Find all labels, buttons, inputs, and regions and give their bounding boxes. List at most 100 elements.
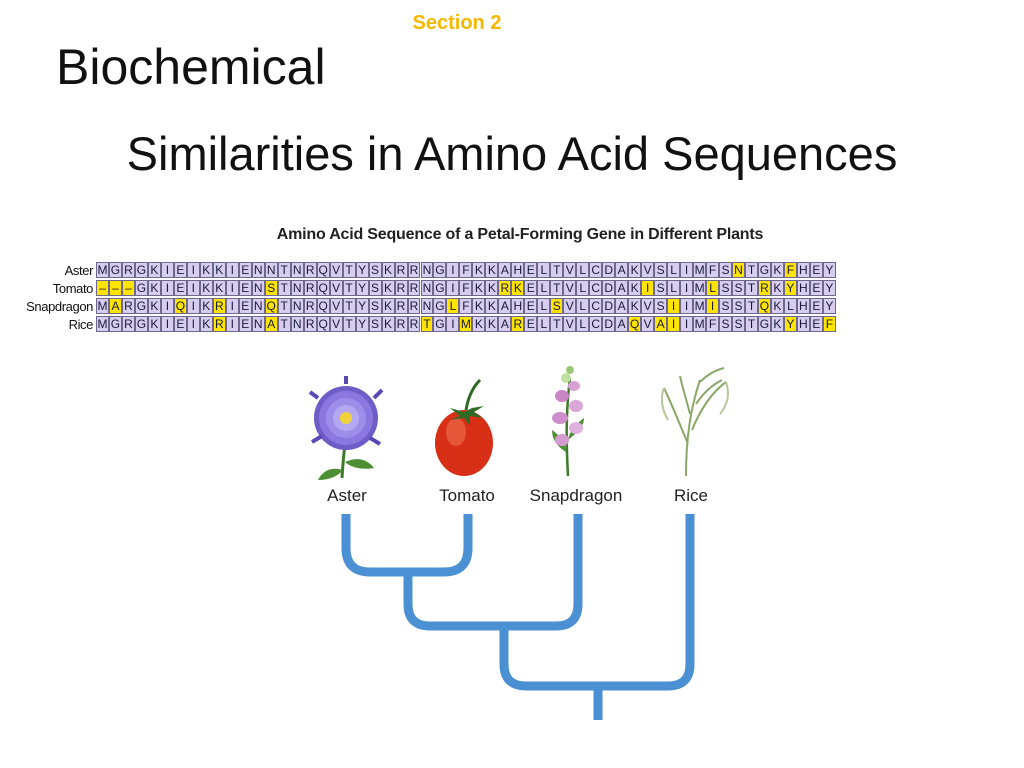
residue-cell: L bbox=[537, 298, 551, 314]
residue-cell: I bbox=[186, 262, 200, 278]
sequence-row-label: Snapdragon bbox=[26, 299, 93, 314]
sequence-row-label: Tomato bbox=[52, 281, 94, 296]
residue-cell: N bbox=[420, 280, 434, 296]
sequence-row-label: Aster bbox=[64, 263, 94, 278]
residue-cell: V bbox=[329, 280, 343, 296]
residue-cell: R bbox=[121, 298, 135, 314]
residue-cell: L bbox=[576, 316, 590, 332]
slide-title: Biochemical bbox=[56, 39, 326, 95]
residue-cell: Q bbox=[316, 316, 330, 332]
residue-cell: K bbox=[770, 262, 784, 278]
residue-cell: T bbox=[342, 316, 356, 332]
residue-cell-highlighted: S bbox=[264, 280, 278, 296]
residue-cell: C bbox=[589, 298, 603, 314]
residue-cell: K bbox=[147, 280, 161, 296]
residue-cell: E bbox=[238, 298, 252, 314]
tomato-icon bbox=[435, 378, 493, 476]
residue-cell: E bbox=[173, 316, 187, 332]
residue-cell: R bbox=[121, 316, 135, 332]
residue-cell: T bbox=[745, 316, 758, 332]
residue-cell: I bbox=[186, 316, 200, 332]
residue-cell: L bbox=[576, 298, 590, 314]
residue-cell: I bbox=[160, 316, 174, 332]
residue-cell: E bbox=[238, 316, 252, 332]
residue-cell: A bbox=[615, 316, 629, 332]
residue-cell-highlighted: R bbox=[498, 280, 512, 296]
residue-cell: I bbox=[446, 316, 460, 332]
residue-cell: S bbox=[732, 280, 745, 296]
residue-cell: N bbox=[290, 280, 304, 296]
residue-cell: E bbox=[524, 262, 538, 278]
residue-cell: I bbox=[446, 280, 460, 296]
residue-cell: Y bbox=[822, 298, 836, 314]
residue-cell: D bbox=[602, 316, 616, 332]
residue-cell: V bbox=[641, 298, 655, 314]
residue-cell: R bbox=[394, 298, 408, 314]
residue-cell: K bbox=[485, 280, 499, 296]
residue-cell: H bbox=[796, 298, 810, 314]
residue-cell-highlighted: – bbox=[108, 280, 122, 296]
residue-cell: F bbox=[459, 262, 473, 278]
residue-cell: E bbox=[173, 280, 187, 296]
residue-cell: C bbox=[589, 316, 603, 332]
residue-cell: K bbox=[147, 262, 161, 278]
residue-cell: C bbox=[589, 262, 603, 278]
residue-cell: G bbox=[757, 262, 771, 278]
residue-cell: T bbox=[550, 262, 564, 278]
residue-cell: R bbox=[394, 316, 408, 332]
residue-cell: K bbox=[628, 262, 642, 278]
residue-cell: N bbox=[290, 298, 304, 314]
residue-cell: G bbox=[433, 298, 447, 314]
residue-cell: K bbox=[770, 298, 784, 314]
residue-cell: I bbox=[160, 298, 174, 314]
residue-cell-highlighted: L bbox=[706, 280, 720, 296]
residue-cell: V bbox=[563, 280, 577, 296]
residue-cell-highlighted: I bbox=[667, 298, 681, 314]
residue-cell: R bbox=[303, 262, 317, 278]
aster-flower-icon bbox=[308, 376, 384, 480]
residue-cell: H bbox=[796, 262, 810, 278]
residue-cell: I bbox=[225, 316, 239, 332]
residue-cell: A bbox=[615, 280, 629, 296]
residue-cell: G bbox=[134, 262, 148, 278]
residue-cell: I bbox=[680, 316, 694, 332]
residue-cell: E bbox=[809, 262, 823, 278]
residue-cell: L bbox=[537, 262, 551, 278]
residue-cell: F bbox=[706, 316, 720, 332]
residue-cell: R bbox=[407, 316, 421, 332]
residue-cell: Y bbox=[355, 262, 369, 278]
snapdragon-flower-icon bbox=[552, 366, 584, 477]
residue-cell: R bbox=[394, 280, 408, 296]
tree-branch-clade-rice bbox=[499, 514, 695, 691]
residue-cell: K bbox=[770, 316, 784, 332]
residue-cell: A bbox=[498, 298, 512, 314]
residue-cell-highlighted: – bbox=[96, 280, 109, 296]
residue-cell: I bbox=[225, 298, 239, 314]
residue-cell: Q bbox=[316, 262, 330, 278]
residue-cell: S bbox=[719, 262, 732, 278]
residue-cell: T bbox=[745, 280, 758, 296]
residue-cell: D bbox=[602, 298, 616, 314]
residue-cell: K bbox=[147, 316, 161, 332]
residue-cell-highlighted: A bbox=[654, 316, 668, 332]
residue-cell: G bbox=[134, 316, 148, 332]
residue-cell: K bbox=[628, 298, 642, 314]
residue-cell-highlighted: – bbox=[121, 280, 135, 296]
residue-cell: H bbox=[511, 298, 525, 314]
residue-cell: N bbox=[290, 262, 304, 278]
residue-cell: E bbox=[238, 262, 252, 278]
residue-cell: Y bbox=[355, 298, 369, 314]
residue-cell-highlighted: I bbox=[667, 316, 681, 332]
residue-cell: I bbox=[446, 262, 460, 278]
residue-cell: S bbox=[368, 316, 382, 332]
residue-cell: F bbox=[459, 298, 473, 314]
residue-cell: K bbox=[212, 280, 226, 296]
residue-cell: T bbox=[550, 280, 564, 296]
residue-cell: L bbox=[667, 280, 681, 296]
residue-cell: I bbox=[225, 262, 239, 278]
residue-cell-highlighted: A bbox=[108, 298, 122, 314]
residue-cell: G bbox=[433, 262, 447, 278]
residue-cell-highlighted: Y bbox=[783, 316, 797, 332]
residue-cell: R bbox=[303, 298, 317, 314]
residue-cell: K bbox=[770, 280, 784, 296]
